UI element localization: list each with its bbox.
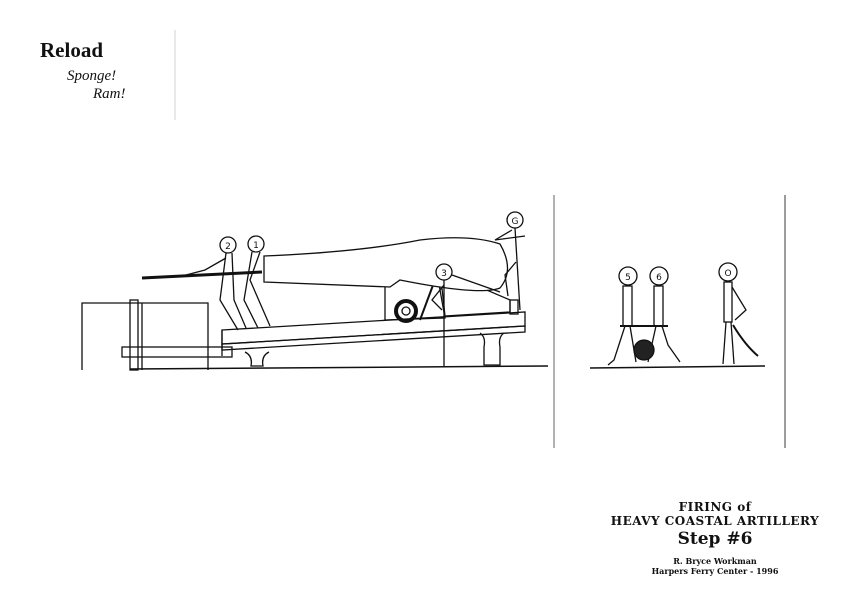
caption-line1: FIRING of (678, 500, 752, 514)
traverse-chassis (221, 299, 526, 367)
svg-text:G: G (512, 217, 519, 227)
crew-officer: O (718, 262, 759, 365)
caption-step: Step #6 (677, 529, 753, 549)
svg-text:O: O (724, 269, 731, 279)
caption-credit: Harpers Ferry Center - 1996 (651, 566, 779, 576)
svg-text:1: 1 (253, 241, 259, 251)
crew-1: 1 (243, 235, 271, 329)
svg-text:3: 3 (441, 269, 447, 279)
cannon-barrel (263, 237, 509, 292)
platform (81, 299, 233, 371)
rammer-staff (141, 270, 263, 280)
svg-text:2: 2 (225, 242, 231, 252)
crew-gunner: G (494, 211, 526, 311)
ground-line-right (589, 365, 766, 369)
command-ram: Ram! (93, 86, 126, 102)
crew-5: 5 (607, 266, 638, 366)
caption-author: R. Bryce Workman (673, 556, 757, 566)
diagram-caption: FIRING of HEAVY COASTAL ARTILLERY Step #… (590, 500, 840, 576)
caption-line2: HEAVY COASTAL ARTILLERY (610, 514, 820, 528)
ground-line (129, 365, 549, 370)
svg-text:5: 5 (625, 273, 631, 283)
svg-text:6: 6 (656, 273, 662, 283)
step-title: Reload (40, 38, 103, 62)
command-sponge: Sponge! (67, 68, 117, 84)
crew-2: 2 (185, 236, 247, 331)
crew-3: 3 (431, 263, 501, 367)
projectile (633, 339, 655, 361)
